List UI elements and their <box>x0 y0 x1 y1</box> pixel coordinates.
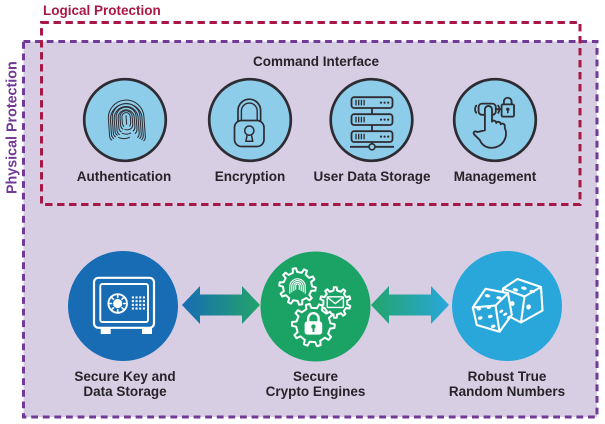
svg-text:Physical Protection: Physical Protection <box>5 61 21 194</box>
svg-text:Secure Key and: Secure Key and <box>74 369 175 384</box>
svg-text:User Data Storage: User Data Storage <box>313 169 431 184</box>
svg-text:Data Storage: Data Storage <box>83 384 167 399</box>
svg-text:Management: Management <box>454 169 537 184</box>
svg-text:Logical Protection: Logical Protection <box>43 3 161 18</box>
svg-text:Crypto Engines: Crypto Engines <box>266 384 366 399</box>
svg-text:Encryption: Encryption <box>215 169 286 184</box>
svg-text:Command Interface: Command Interface <box>253 54 380 69</box>
svg-text:Secure: Secure <box>293 369 339 384</box>
svg-text:Random Numbers: Random Numbers <box>449 384 565 399</box>
svg-text:Robust True: Robust True <box>468 369 547 384</box>
svg-text:Authentication: Authentication <box>77 169 172 184</box>
